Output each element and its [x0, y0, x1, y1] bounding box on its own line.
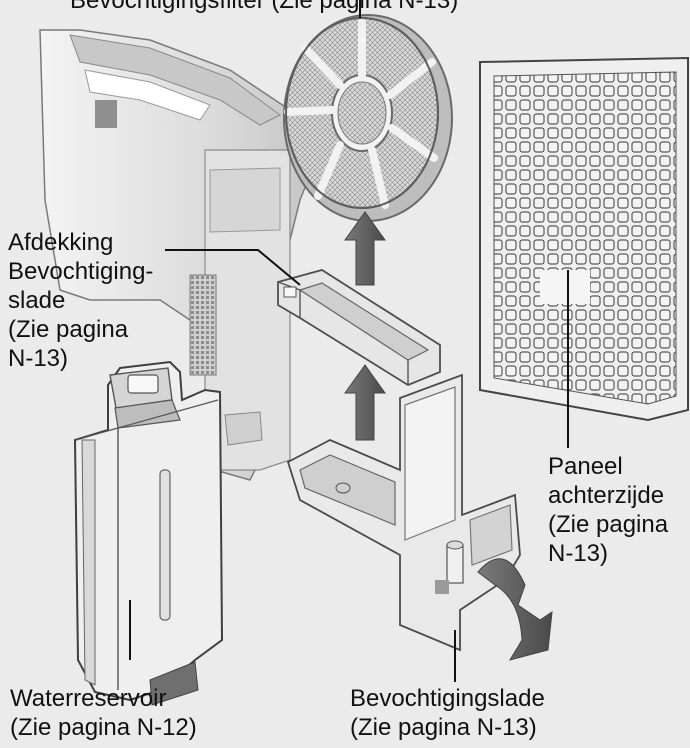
- water-tank: [75, 362, 222, 705]
- lift-arrow-top: [345, 212, 385, 285]
- rotate-arrow: [478, 559, 552, 660]
- humidifying-tray: [288, 375, 520, 650]
- label-tray-cover: Afdekking Bevochtiging- slade (Zie pagin…: [8, 228, 153, 373]
- label-water-tank: Waterreservoir (Zie pagina N-12): [10, 684, 197, 742]
- label-rear-panel: Paneel achterzijde (Zie pagina N-13): [548, 452, 668, 568]
- lift-arrow-middle: [345, 365, 385, 440]
- rear-panel: [480, 58, 688, 420]
- label-humidifying-filter: Bevochtigingsfilter (Zie pagina N-13): [70, 0, 458, 15]
- label-humidifying-tray: Bevochtigingslade (Zie pagina N-13): [350, 684, 545, 742]
- humidifying-filter-disc: [284, 15, 452, 221]
- tray-cover: [278, 270, 440, 385]
